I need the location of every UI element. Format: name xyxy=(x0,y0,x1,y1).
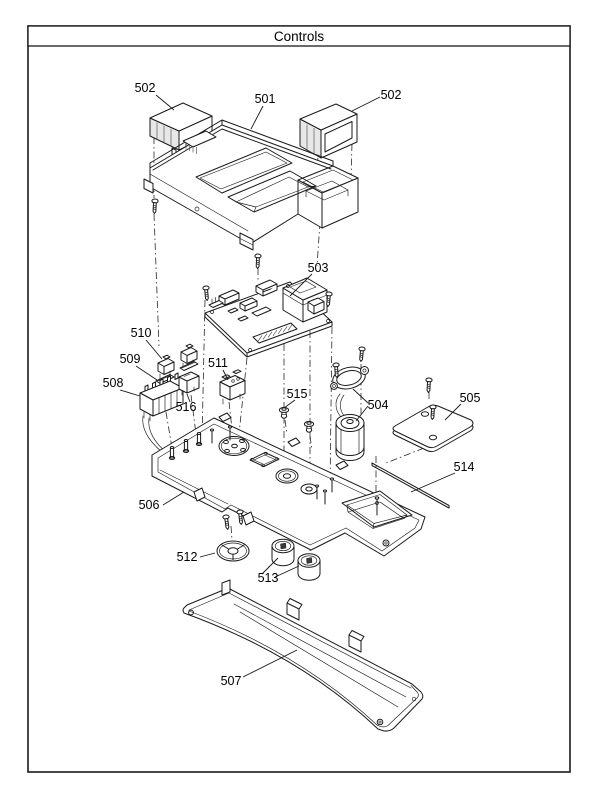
callout-labels: 502 501 502 503 510 509 508 516 511 515 … xyxy=(103,81,481,688)
part-510-switch xyxy=(157,354,175,380)
callout-502-left: 502 xyxy=(135,81,156,95)
title-box xyxy=(27,25,571,47)
callout-513: 513 xyxy=(258,571,279,585)
part-513-foot xyxy=(297,553,321,581)
page-title: Controls xyxy=(274,29,325,44)
callout-512: 512 xyxy=(177,550,198,564)
callout-502-right: 502 xyxy=(381,88,402,102)
leader-lines xyxy=(119,94,462,678)
part-504-buzzer xyxy=(330,366,369,461)
part-507-trim-panel xyxy=(182,579,424,732)
part-514-rod xyxy=(371,462,450,509)
part-506-base-tray xyxy=(151,412,426,557)
part-511-relay xyxy=(219,369,246,405)
callout-516: 516 xyxy=(176,400,197,414)
part-508-terminal-block xyxy=(139,372,184,422)
callout-501: 501 xyxy=(255,92,276,106)
callout-507: 507 xyxy=(221,674,242,688)
callout-511: 511 xyxy=(208,356,228,370)
callout-514: 514 xyxy=(454,460,475,474)
part-501-control-housing xyxy=(143,119,359,251)
callout-506: 506 xyxy=(139,498,160,512)
callout-503: 503 xyxy=(308,261,329,275)
callout-505: 505 xyxy=(460,391,481,405)
callout-509: 509 xyxy=(120,352,141,366)
part-509-clip-second xyxy=(179,361,199,371)
part-512-grommet xyxy=(216,540,250,562)
callout-504: 504 xyxy=(368,398,389,412)
callout-510: 510 xyxy=(131,326,152,340)
part-516-relay xyxy=(178,371,200,396)
callout-508: 508 xyxy=(103,376,124,390)
part-503-circuit-board xyxy=(204,277,333,358)
callout-515: 515 xyxy=(287,387,308,401)
part-502-right-cover xyxy=(299,103,358,159)
part-513-foot xyxy=(271,538,295,567)
